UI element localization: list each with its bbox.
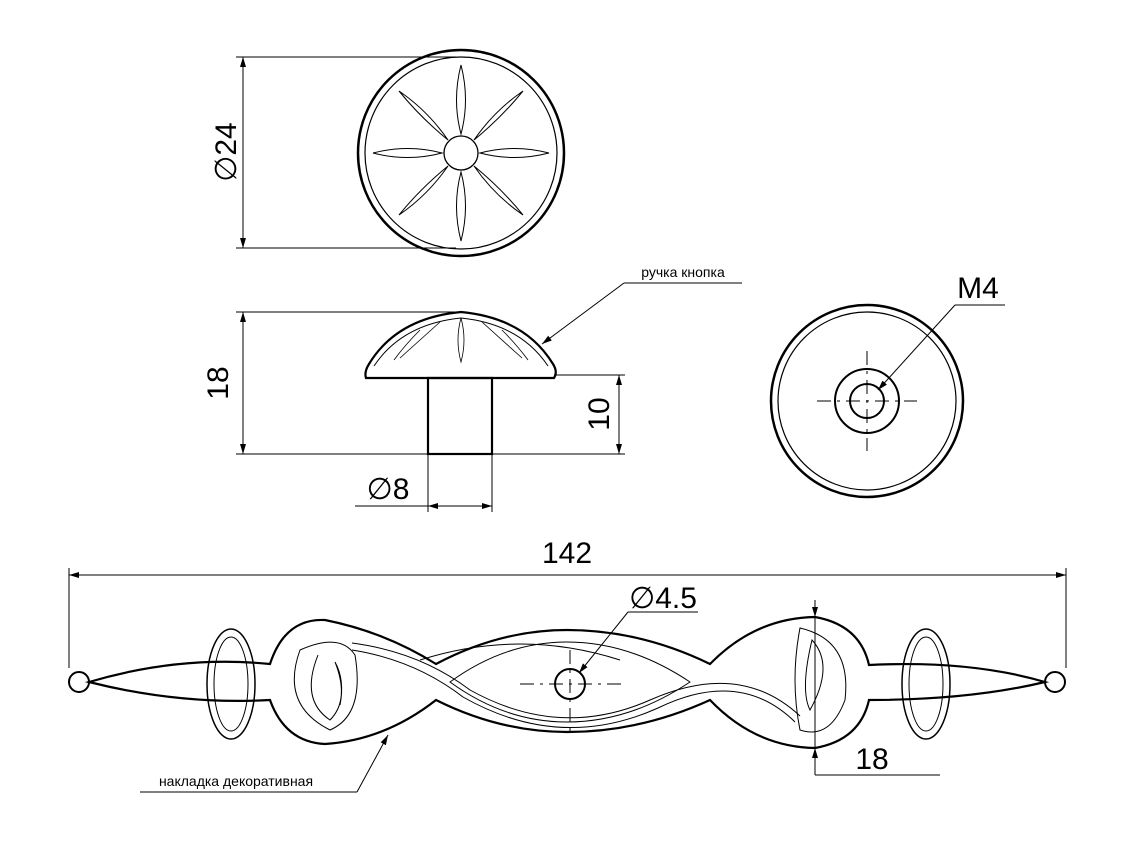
decorative-overlay: 142 ∅4.5 18 bbox=[68, 537, 1067, 793]
stem-height-dimension: 10 bbox=[583, 397, 616, 430]
center-lines bbox=[817, 351, 917, 451]
hole-diameter-dimension: ∅4.5 bbox=[629, 582, 697, 615]
overlay-height-dimension: 18 bbox=[855, 743, 888, 776]
knob-label: ручка кнопка bbox=[641, 264, 725, 280]
knob-diameter-dimension: ∅24 bbox=[210, 122, 243, 182]
stem-diameter-dimension: ∅8 bbox=[367, 473, 410, 506]
knob-height-dimension: 18 bbox=[202, 366, 235, 399]
flower-petals bbox=[372, 64, 550, 242]
knob-top-view: ∅24 bbox=[210, 48, 566, 258]
thread-dimension: M4 bbox=[957, 272, 999, 305]
knob-side-view: 18 10 ∅8 ручка кнопка bbox=[202, 264, 742, 512]
overlay-label: накладка декоративная bbox=[159, 773, 313, 789]
overlay-length-dimension: 142 bbox=[542, 537, 592, 570]
knob-bottom-view: M4 bbox=[769, 272, 1005, 499]
dome-petals bbox=[393, 317, 529, 364]
